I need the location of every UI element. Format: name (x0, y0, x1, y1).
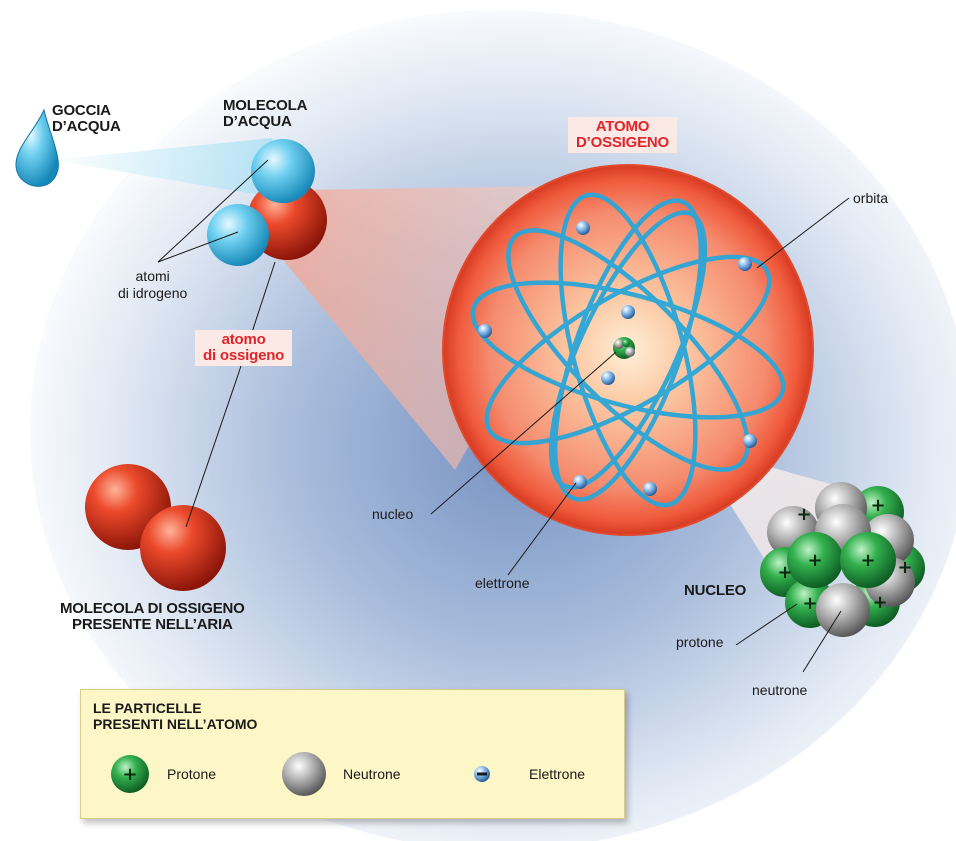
electrons (478, 221, 757, 496)
electron-icon (601, 371, 615, 385)
legend-label-elettrone: Elettrone (529, 766, 586, 782)
hydrogen-atom-icon (207, 204, 269, 266)
legend-label-protone: Protone (167, 766, 217, 782)
electron-icon (621, 305, 635, 319)
minus-icon (477, 772, 487, 776)
hydrogen-atom-icon (251, 139, 315, 203)
svg-text:+: + (872, 592, 887, 613)
proton-icon (787, 532, 843, 588)
electron-icon (743, 434, 757, 448)
oxygen-atom-large (442, 164, 814, 536)
label-elettrone: elettrone (475, 575, 530, 591)
oxygen-atom-icon (140, 505, 226, 591)
svg-text:+: + (802, 593, 817, 614)
label-protone: protone (676, 634, 724, 650)
electron-icon (573, 475, 587, 489)
label-nucleo-title: NUCLEO (684, 582, 747, 599)
neutron-icon (816, 583, 870, 637)
svg-text:+: + (860, 550, 875, 571)
nucleus-large: + + + + + + + + (760, 482, 925, 637)
label-atomi-idrogeno: atomi di idrogeno (118, 268, 188, 301)
svg-text:+: + (777, 562, 792, 583)
proton-icon: + (111, 755, 149, 793)
label-atomo-ossigeno: atomo di ossigeno (195, 330, 293, 366)
electron-icon (576, 221, 590, 235)
electron-icon (643, 482, 657, 496)
label-atomo-ossigeno-big: ATOMO D’OSSIGENO (568, 117, 678, 153)
svg-text:+: + (897, 557, 912, 578)
nucleus-small (613, 337, 635, 359)
water-drop-icon (15, 108, 59, 187)
svg-text:+: + (796, 504, 811, 525)
svg-text:+: + (870, 495, 885, 516)
legend-item-elettrone: Elettrone (473, 752, 585, 796)
legend-label-neutrone: Neutrone (343, 766, 401, 782)
oxygen-molecule (85, 464, 226, 591)
orbits (470, 192, 786, 508)
legend-box: LE PARTICELLE PRESENTI NELL’ATOMO + Prot… (80, 689, 625, 819)
electron-icon (474, 766, 490, 782)
legend-item-neutrone: Neutrone (281, 752, 401, 796)
legend-title: LE PARTICELLE PRESENTI NELL’ATOMO (93, 700, 258, 732)
electron-icon (738, 257, 752, 271)
label-neutrone: neutrone (752, 682, 808, 698)
water-molecule (207, 139, 327, 266)
proton-icon (840, 532, 896, 588)
label-nucleo: nucleo (372, 506, 414, 522)
zoom-beam-droplet (52, 138, 290, 200)
label-orbita: orbita (853, 190, 889, 206)
label-goccia: GOCCIA D’ACQUA (52, 102, 121, 135)
label-molecola-ossigeno: MOLECOLA DI OSSIGENO PRESENTE NELL’ARIA (60, 600, 245, 633)
svg-text:+: + (122, 764, 137, 785)
legend-item-protone: + Protone (109, 752, 216, 796)
label-molecola-acqua: MOLECOLA D’ACQUA (223, 97, 308, 130)
svg-text:+: + (807, 550, 822, 571)
electron-icon (478, 324, 492, 338)
neutron-icon (282, 752, 326, 796)
